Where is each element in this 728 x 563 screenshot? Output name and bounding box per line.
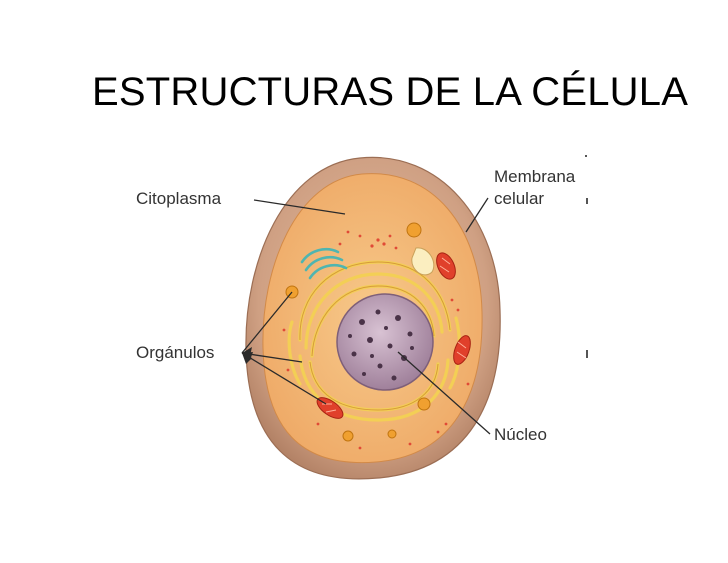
mitochondrion-right xyxy=(453,335,471,365)
mitochondrion-top-right xyxy=(436,252,456,280)
vesicle xyxy=(387,429,397,439)
cropped-marks xyxy=(585,155,588,358)
leader-lines xyxy=(241,197,491,435)
leader-membrane xyxy=(465,197,489,233)
vacuole xyxy=(411,247,435,276)
leader-organelle-3 xyxy=(241,352,327,405)
vesicle xyxy=(342,430,354,442)
label-nucleus: Núcleo xyxy=(494,425,547,444)
leader-cytoplasm xyxy=(253,199,346,215)
leader-nucleus xyxy=(397,351,491,435)
golgi-apparatus xyxy=(300,248,348,280)
leader-organelle-1 xyxy=(241,291,293,354)
slide-title: ESTRUCTURAS DE LA CÉLULA xyxy=(92,70,689,114)
label-membrane-line2: celular xyxy=(494,189,545,208)
er-inner-stripes xyxy=(299,261,451,411)
ribosomes xyxy=(282,230,470,450)
nucleus xyxy=(336,293,434,391)
label-organelles: Orgánulos xyxy=(136,343,215,362)
lysosome xyxy=(406,222,422,238)
label-membrane-line1: Membrana xyxy=(494,167,576,186)
vesicle xyxy=(417,397,431,411)
organelles-arrowheads xyxy=(242,347,253,364)
label-cytoplasm: Citoplasma xyxy=(136,189,222,208)
